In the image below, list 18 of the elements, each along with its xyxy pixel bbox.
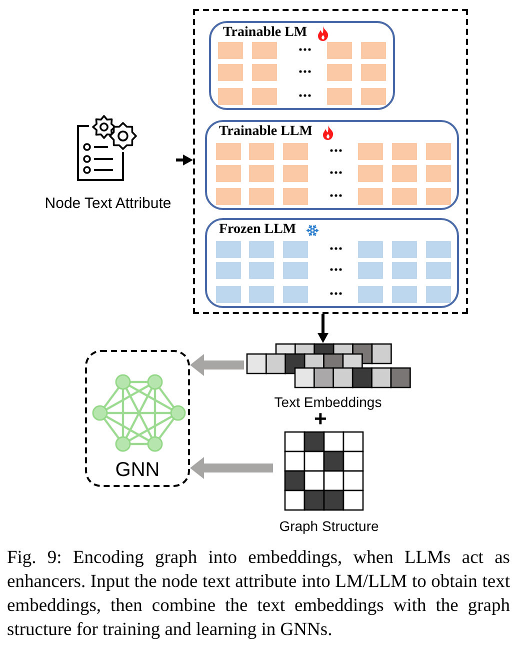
plus-sign: +: [314, 408, 327, 430]
arrow: [190, 457, 273, 479]
model-panel: [209, 21, 395, 110]
panel-title: Frozen LLM: [219, 221, 296, 239]
gnn-model-box: [85, 350, 190, 487]
figure-caption: Fig. 9: Encoding graph into embeddings, when LLMs act as enhancers. Input the node text attribute into LM/LLM to obtain text embeddings, then combine the text embeddings with the graph structure for training and learning in GNNs.: [7, 547, 510, 642]
model-panel: [205, 218, 459, 308]
dashed-group-box: [193, 9, 468, 314]
node-label: Graph Structure: [279, 517, 379, 535]
arrow: [190, 354, 244, 376]
arrow: [176, 154, 193, 166]
arrow: [318, 314, 328, 343]
panel-title: Trainable LLM: [219, 123, 312, 141]
panel-title: Trainable LM: [223, 24, 308, 42]
node-label: Text Embeddings: [274, 393, 382, 411]
node-label: GNN: [115, 458, 160, 482]
node-label: Node Text Attribute: [44, 194, 172, 214]
model-panel: [205, 120, 459, 210]
